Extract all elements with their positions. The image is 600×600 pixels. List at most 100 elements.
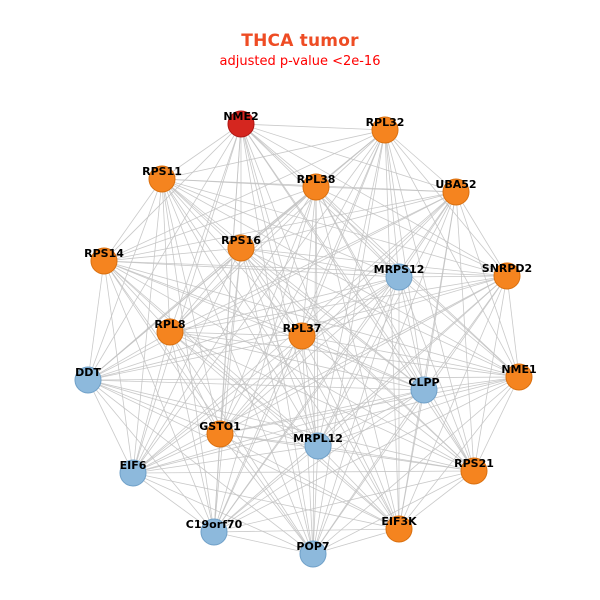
node-label-EIF6: EIF6 [120,459,147,472]
edge-NME2-RPS14 [103,123,242,262]
edge-UBA52-MRPL12 [317,191,457,447]
edge-RPL37-C19orf70 [213,335,303,533]
edge-RPS16-MRPS12 [240,247,400,278]
edge-RPL37-NME1 [301,335,520,378]
edge-GSTO1-RPS21 [219,433,475,472]
edge-C19orf70-EIF3K [213,528,400,533]
edge-RPL37-DDT [87,335,303,381]
node-label-RPL32: RPL32 [366,116,405,129]
edge-MRPS12-SNRPD2 [398,275,508,278]
figure-subtitle: adjusted p-value <2e-16 [219,54,381,69]
edge-NME1-GSTO1 [219,376,520,435]
node-label-MRPS12: MRPS12 [374,263,425,276]
edge-UBA52-RPS16 [240,191,457,249]
edge-NME2-DDT [87,123,242,381]
node-label-RPL37: RPL37 [283,322,322,335]
node-MRPS12 [385,263,413,291]
edge-UBA52-MRPS12 [398,191,457,278]
edge-RPS11-CLPP [161,178,425,391]
node-RPL38 [302,173,330,201]
node-label-POP7: POP7 [296,540,329,553]
edge-CLPP-RPS21 [423,389,475,472]
node-label-RPL8: RPL8 [154,318,185,331]
edge-RPS14-EIF6 [103,260,134,474]
edge-MRPL12-POP7 [312,445,319,555]
edge-MRPS12-RPL8 [169,276,400,333]
edge-DDT-CLPP [87,379,425,391]
edge-MRPS12-RPS21 [398,276,475,472]
edge-MRPS12-POP7 [312,276,400,555]
edge-RPL32-SNRPD2 [384,129,508,277]
edge-RPS14-GSTO1 [103,260,221,435]
edge-RPS16-EIF3K [240,247,400,530]
edge-RPL8-EIF6 [132,331,171,474]
edge-UBA52-SNRPD2 [455,191,508,277]
edge-RPL37-RPS21 [301,335,475,472]
edge-RPL32-RPL8 [169,129,386,333]
edge-RPL32-GSTO1 [219,129,386,435]
edge-GSTO1-EIF3K [219,433,400,530]
edge-RPS16-EIF6 [132,247,242,474]
edge-DDT-MRPL12 [87,379,319,447]
edge-RPS14-MRPS12 [103,260,400,278]
node-label-RPS16: RPS16 [221,234,261,247]
edge-SNRPD2-NME1 [506,275,520,378]
edge-DDT-GSTO1 [87,379,221,435]
edge-RPS16-SNRPD2 [240,247,508,277]
edge-MRPS12-GSTO1 [219,276,400,435]
node-label-UBA52: UBA52 [435,178,476,191]
node-label-RPL38: RPL38 [297,173,336,186]
edge-GSTO1-C19orf70 [213,433,221,533]
node-RPL8 [156,318,184,346]
node-POP7 [299,540,327,568]
edge-RPS14-MRPL12 [103,260,319,447]
edge-RPL8-RPL37 [169,331,303,337]
edge-EIF6-C19orf70 [132,472,215,533]
edge-DDT-POP7 [87,379,314,555]
edge-RPL8-DDT [87,331,171,381]
edge-DDT-EIF6 [87,379,134,474]
node-RPS11 [148,165,176,193]
edge-DDT-RPS21 [87,379,475,472]
edge-RPS14-DDT [87,260,105,381]
edge-UBA52-RPS14 [103,191,457,262]
edge-RPL38-POP7 [312,186,317,555]
node-label-NME2: NME2 [223,110,258,123]
node-label-DDT: DDT [75,366,101,379]
edge-RPL32-RPL37 [301,129,386,337]
edge-MRPL12-RPS21 [317,445,475,472]
node-label-SNRPD2: SNRPD2 [482,262,532,275]
edge-RPL8-RPS21 [169,331,475,472]
node-GSTO1 [206,420,234,448]
edge-NME1-POP7 [312,376,520,555]
edge-CLPP-EIF6 [132,389,425,474]
edge-GSTO1-POP7 [219,433,314,555]
edge-UBA52-RPL37 [301,191,457,337]
node-DDT [74,366,102,394]
node-RPS16 [227,234,255,262]
edge-RPS21-POP7 [312,470,475,555]
edge-SNRPD2-CLPP [423,275,508,391]
edge-RPL38-DDT [87,186,317,381]
edge-NME1-EIF3K [398,376,520,530]
edge-RPS14-SNRPD2 [103,260,508,277]
edge-RPS16-MRPL12 [240,247,319,447]
edge-NME2-RPS21 [240,123,475,472]
edge-RPS11-RPS21 [161,178,475,472]
edge-UBA52-NME1 [455,191,520,378]
edge-POP7-EIF3K [312,528,400,555]
edge-SNRPD2-RPL37 [301,275,508,337]
edge-RPS16-RPS21 [240,247,475,472]
edge-RPS14-RPL8 [103,260,171,333]
edge-RPL32-RPS21 [384,129,475,472]
edge-RPS14-RPS21 [103,260,475,472]
edge-NME2-CLPP [240,123,425,391]
node-RPL32 [371,116,399,144]
edge-RPS21-C19orf70 [213,470,475,533]
edge-NME2-MRPS12 [240,123,400,278]
edge-RPL38-RPL37 [301,186,317,337]
node-label-MRPL12: MRPL12 [293,432,343,445]
edge-SNRPD2-RPL8 [169,275,508,333]
